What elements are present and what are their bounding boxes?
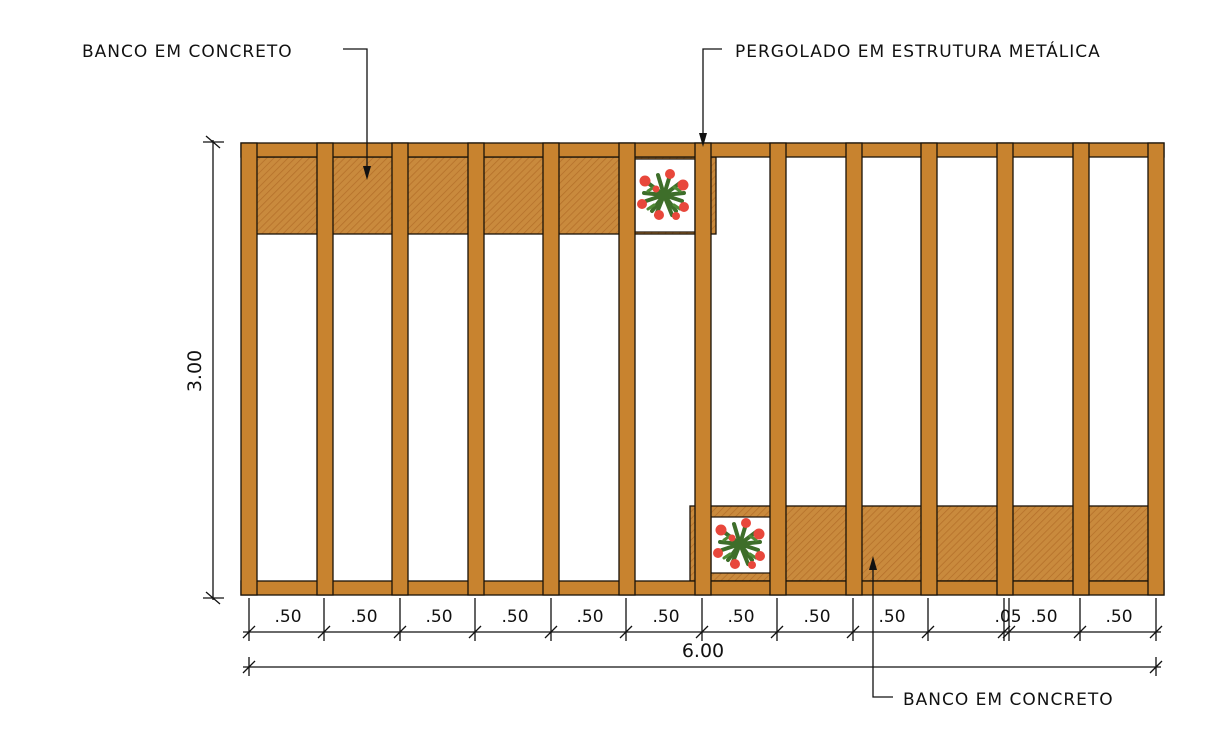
segment-tick-slash <box>468 625 482 639</box>
segment-label: .50 <box>727 607 754 627</box>
segment-label: .50 <box>878 607 905 627</box>
rafter <box>391 142 409 596</box>
segment-label: .50 <box>425 607 452 627</box>
segment-tick-slash <box>770 625 784 639</box>
segment-label: .50 <box>576 607 603 627</box>
segment-tick-slash <box>1002 625 1016 639</box>
rafter <box>996 142 1014 596</box>
rafters <box>240 142 1165 596</box>
segment-tick-slash <box>846 625 860 639</box>
segment-tick-slash <box>1073 625 1087 639</box>
segment-tick-slash <box>997 625 1011 639</box>
rafter <box>316 142 334 596</box>
leader-pergola <box>702 48 722 137</box>
segment-label: .50 <box>501 607 528 627</box>
arrow-bench-bottom-icon <box>869 556 877 570</box>
rafter <box>920 142 938 596</box>
segment-tick-slash <box>393 625 407 639</box>
leader-bench-top <box>343 48 368 170</box>
rafter <box>1072 142 1090 596</box>
segment-tick-slash <box>544 625 558 639</box>
segment-label: .50 <box>652 607 679 627</box>
rafter <box>467 142 485 596</box>
segment-tick-slash <box>695 625 709 639</box>
rafter <box>542 142 560 596</box>
segment-tick-slash <box>619 625 633 639</box>
leader-bench-bottom <box>872 568 893 698</box>
label-pergola: PERGOLADO EM ESTRUTURA METÁLICA <box>735 40 1101 62</box>
height-dim-label: 3.00 <box>184 350 206 392</box>
total-dim-tick <box>1149 660 1163 674</box>
segment-tick-slash <box>1149 625 1163 639</box>
rafter <box>618 142 636 596</box>
total-dim-label: 6.00 <box>682 640 724 662</box>
segment-ticks <box>242 598 1163 641</box>
height-dim-tick <box>205 591 221 605</box>
segment-labels: .50 .50 .50 .50 .50 .50 .50 .50 .50 .05 … <box>274 607 1132 627</box>
segment-label: .05 <box>994 607 1021 627</box>
total-dim-tick <box>242 660 256 674</box>
segment-label: .50 <box>1105 607 1132 627</box>
segment-tick-slash <box>921 625 935 639</box>
rafter <box>1147 142 1165 596</box>
segment-label: .50 <box>803 607 830 627</box>
segment-label: .50 <box>1030 607 1057 627</box>
arrow-pergola-icon <box>699 133 707 147</box>
rafter <box>769 142 787 596</box>
arrow-bench-top-icon <box>363 166 371 180</box>
rafter <box>694 142 712 596</box>
segment-label: .50 <box>350 607 377 627</box>
rafter <box>240 142 258 596</box>
segment-tick-slash <box>317 625 331 639</box>
label-bench-bottom: BANCO EM CONCRETO <box>903 690 1114 710</box>
segment-tick-slash <box>242 625 256 639</box>
label-bench-top: BANCO EM CONCRETO <box>82 42 293 62</box>
height-dim-tick <box>205 135 221 149</box>
rafter <box>845 142 863 596</box>
segment-label: .50 <box>274 607 301 627</box>
